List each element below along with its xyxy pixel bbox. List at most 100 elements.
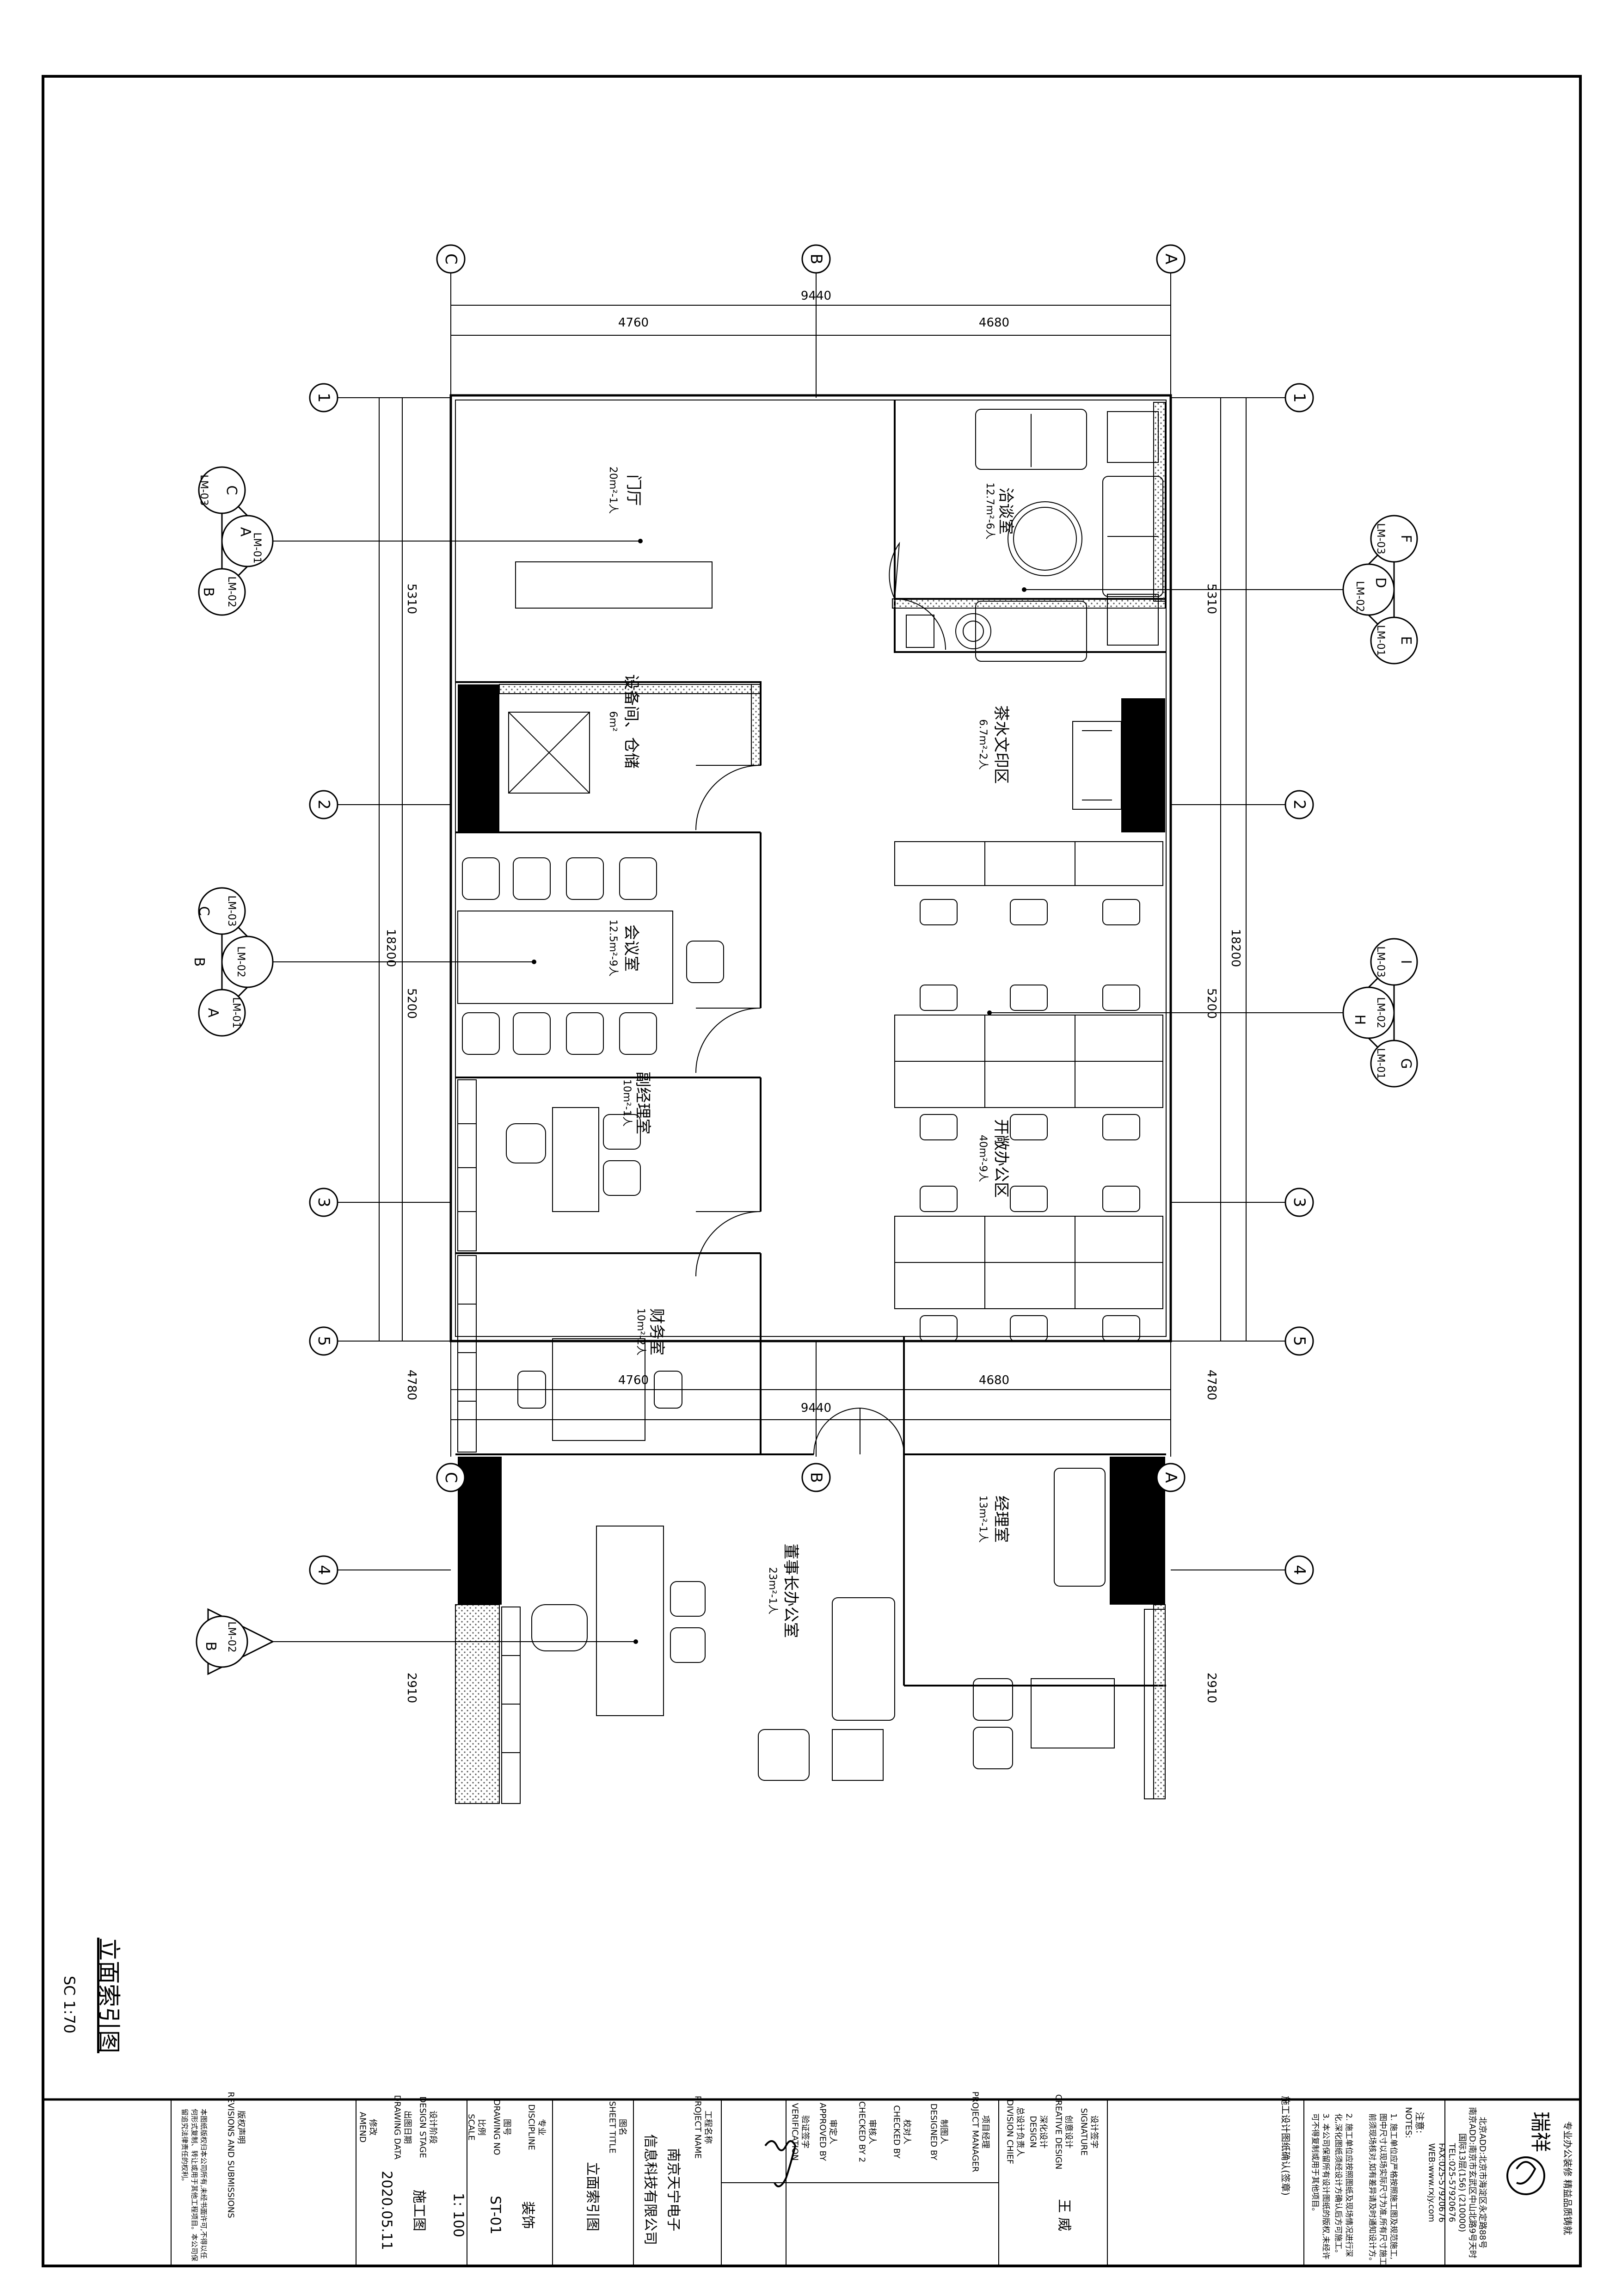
structural-columns bbox=[458, 684, 1165, 1605]
drawing-no-label-en: DRAWING NO bbox=[492, 2099, 502, 2155]
building-walls bbox=[449, 394, 1172, 1342]
stage-label: 设计阶段 bbox=[428, 2111, 438, 2144]
door-swings bbox=[695, 542, 946, 1455]
grid-row-3-left: 3 bbox=[314, 1197, 333, 1207]
drawing-no-label: 图号 bbox=[502, 2119, 512, 2136]
marker-4-letter-c: E bbox=[1398, 636, 1414, 645]
address-line-3: 国际13层(156) (210000) bbox=[1457, 2133, 1467, 2232]
dim-right-span-3: 4780 bbox=[1204, 1369, 1218, 1401]
note-3: 3. 本公司保留所有设计图纸的版权,未经许可不得复制或用于其他项目。 bbox=[1310, 2113, 1330, 2260]
creative-label: 创意设计 bbox=[1063, 2115, 1074, 2148]
marker-5-letter-b: H bbox=[1352, 1014, 1368, 1025]
manager-office-furniture bbox=[973, 1468, 1166, 1799]
company-logo-icon bbox=[1506, 2156, 1545, 2195]
discipline-value: 装饰 bbox=[519, 2201, 536, 2229]
stage-label-en: DESIGN STAGE bbox=[418, 2096, 428, 2158]
marker-3-ref: LM-02 bbox=[226, 1621, 237, 1653]
grid-row-4-right: 4 bbox=[1290, 1565, 1309, 1575]
discipline-label: 专业 bbox=[536, 2119, 547, 2136]
room-vp-name: 副经理室 bbox=[633, 1071, 652, 1134]
notes-label: 注意: bbox=[1414, 2111, 1425, 2134]
room-finance-info: 10m²-2人 bbox=[635, 1308, 646, 1356]
design-label-en: DESIGN bbox=[1028, 2116, 1038, 2148]
marker-5-ref-c: LM-01 bbox=[1375, 1048, 1386, 1079]
vp-office-furniture bbox=[457, 1079, 641, 1251]
sheet-title-label-en: SHEET TITLE bbox=[607, 2101, 617, 2154]
drafter-label: 制图人 bbox=[939, 2119, 949, 2144]
designer-sig-label-en: SIGNATURE bbox=[1079, 2108, 1089, 2156]
room-open-info: 40m²-9人 bbox=[977, 1134, 989, 1182]
creative-label-en: CREATIVE DESIGN bbox=[1053, 2094, 1063, 2170]
room-storage-info: 6m² bbox=[607, 711, 619, 732]
wall-hatching bbox=[455, 402, 1166, 1804]
open-office-desks bbox=[894, 841, 1163, 1309]
signature-scribble bbox=[764, 2140, 797, 2187]
address-line-4: TEL:025-57920676 bbox=[1447, 2143, 1457, 2222]
dim-left-overall: 18200 bbox=[384, 929, 398, 967]
verify-label-en: VERIFICATION bbox=[790, 2103, 800, 2161]
date-value: 2020.05.11 bbox=[378, 2171, 395, 2250]
room-manager-name: 经理室 bbox=[992, 1496, 1010, 1543]
marker-1-letter-c: B bbox=[200, 587, 216, 597]
marker-1-letter-b: A bbox=[237, 527, 253, 537]
grid-row-3-right: 3 bbox=[1290, 1197, 1309, 1207]
room-manager-info: 13m²-1人 bbox=[977, 1495, 989, 1543]
grid-col-c-top: C bbox=[442, 253, 460, 265]
marker-5-letter-c: G bbox=[1398, 1058, 1414, 1069]
dim-bottom-left-span: 4760 bbox=[618, 1373, 649, 1387]
open-office-chairs bbox=[920, 899, 1140, 1342]
dim-left-span-2: 5200 bbox=[405, 988, 418, 1019]
amend-label: 修改 bbox=[368, 2119, 378, 2136]
designer-sig-label: 设计签字 bbox=[1089, 2115, 1099, 2148]
checked2-label-en: CHECKED BY 2 bbox=[857, 2101, 867, 2163]
marker-dots bbox=[532, 539, 1026, 1644]
grid-col-a-top: A bbox=[1161, 253, 1180, 265]
dim-left-span-3: 4780 bbox=[405, 1369, 418, 1401]
marker-1-ref-b: LM-01 bbox=[251, 532, 263, 564]
dim-right-span-4: 2910 bbox=[1204, 1672, 1218, 1704]
note-2: 2. 施工单位应按照图纸及现场情况进行深化,深化图纸须经设计方确认后方可施工。 bbox=[1333, 2113, 1353, 2258]
room-reception-info: 12.7m²-6人 bbox=[984, 482, 995, 540]
dim-right-span-2: 5200 bbox=[1204, 988, 1218, 1019]
grid-row-2-right: 2 bbox=[1290, 800, 1309, 810]
project-label-en: PROJECT NAME bbox=[693, 2095, 703, 2159]
marker-4-letter-b: D bbox=[1372, 577, 1389, 588]
dim-bottom-overall: 9440 bbox=[800, 1401, 832, 1415]
marker-3-letter: B bbox=[203, 1641, 219, 1651]
room-reception-name: 洽谈室 bbox=[996, 487, 1015, 535]
approved-label: 审定人 bbox=[828, 2119, 838, 2144]
division-label-en: DIVISION CHIEF bbox=[1005, 2099, 1015, 2165]
verify-label: 验证签字 bbox=[800, 2115, 810, 2148]
company-tagline: 专业办公装修 精益品质铸就 bbox=[1562, 2121, 1573, 2235]
scale-value: 1: 100 bbox=[450, 2193, 467, 2237]
room-tea-name: 茶水文印区 bbox=[992, 705, 1010, 784]
dim-left-span-1: 5310 bbox=[405, 583, 418, 615]
project-label: 工程名称 bbox=[703, 2111, 713, 2144]
design-label: 深化设计 bbox=[1038, 2115, 1048, 2148]
dim-top-left-span: 4760 bbox=[618, 316, 649, 330]
drafter-label-en: DESIGNED BY bbox=[928, 2103, 939, 2161]
address-line-1: 北京ADD:北京市海淀区永定路88号 bbox=[1477, 2117, 1487, 2249]
revisions-label-en: REVISIONS AND SUBMISSIONS bbox=[226, 2092, 236, 2218]
marker-4-letter-a: F bbox=[1398, 535, 1414, 543]
address-line-5: FAX:025-57920676 bbox=[1437, 2143, 1447, 2222]
room-finance-name: 财务室 bbox=[647, 1308, 666, 1355]
address-line-2: 南京ADD:南京市玄武区中山北路9号天时 bbox=[1467, 2107, 1477, 2259]
room-meeting-info: 12.5m²-9人 bbox=[607, 919, 619, 977]
date-label: 出图日期 bbox=[402, 2111, 412, 2144]
tea-area-furniture bbox=[906, 613, 1122, 810]
marker-4-ref-a: LM-03 bbox=[1375, 523, 1386, 554]
grid-row-5-left: 5 bbox=[314, 1336, 333, 1346]
copyright-text: 本图纸版权归本公司所有,未经书面许可,不得以任何形式复制、转让或用于其他工程项目… bbox=[180, 2109, 208, 2262]
checked-label-en: CHECKED BY bbox=[891, 2105, 902, 2159]
division-label: 总设计负责人 bbox=[1015, 2107, 1025, 2157]
room-tea-info: 6.7m²-2人 bbox=[977, 719, 989, 770]
grid-row-1-right: 1 bbox=[1290, 393, 1309, 403]
project-name-line-1: 南京天宁电子 bbox=[665, 2148, 682, 2231]
approved-label-en: APPROVED BY bbox=[817, 2102, 828, 2161]
marker-2-letter-c: A bbox=[205, 1008, 221, 1018]
dim-right-overall: 18200 bbox=[1229, 929, 1242, 967]
grid-col-b-bottom: B bbox=[807, 1472, 825, 1483]
